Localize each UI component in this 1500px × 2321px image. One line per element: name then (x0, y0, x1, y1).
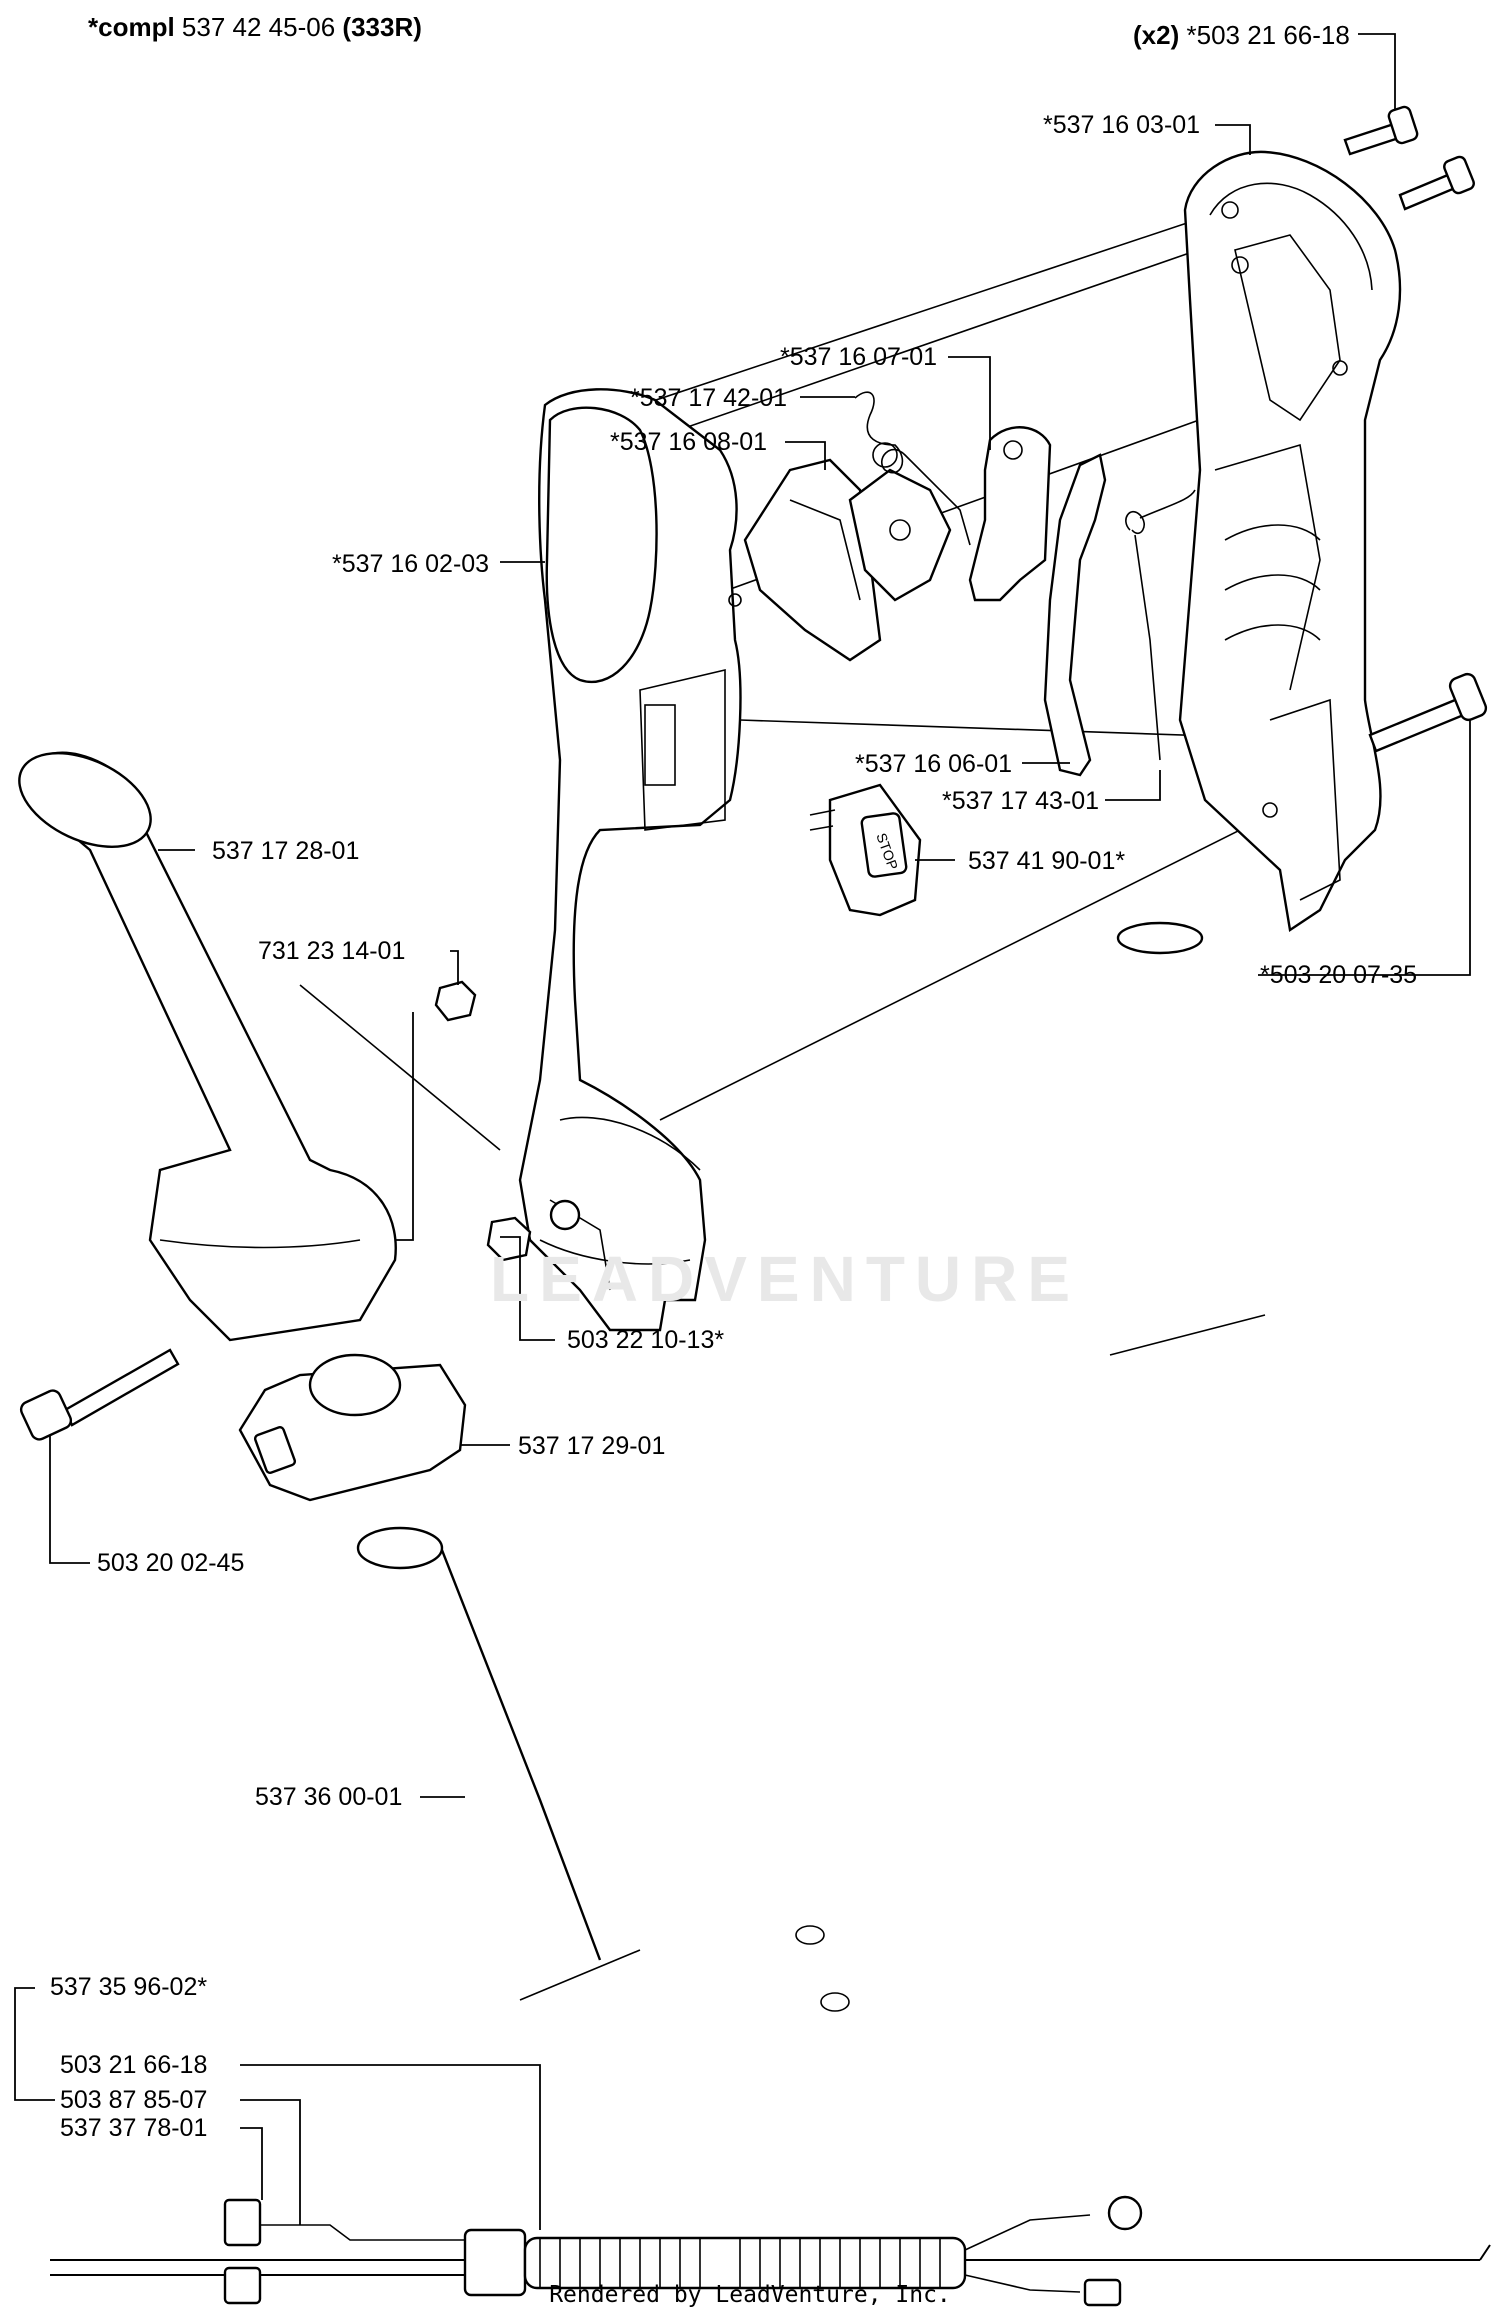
part-503-21-66-18-top: *503 21 66-18 (1186, 20, 1350, 50)
part-label-537-41-90-01: 537 41 90-01* (968, 847, 1126, 875)
part-label-537-35-96-02: 537 35 96-02* (50, 1973, 208, 2001)
handle-clamp (238, 1353, 467, 1502)
part-label-537-16-02-03: *537 16 02-03 (332, 550, 490, 578)
throttle-trigger (968, 426, 1052, 602)
part-label-537-17-28-01: 537 17 28-01 (212, 837, 360, 865)
top-bolt-callout: (x2) *503 21 66-18 (1133, 20, 1350, 50)
part-label-503-21-66-18: 503 21 66-18 (60, 2051, 208, 2079)
bolt-503-20-07-35 (1368, 672, 1488, 753)
part-label-731-23-14-01: 731 23 14-01 (258, 937, 406, 965)
handle-bar-tube (356, 921, 1266, 2012)
part-label-503-20-02-45: 503 20 02-45 (97, 1549, 245, 1577)
part-label-537-16-07-01: *537 16 07-01 (780, 343, 938, 371)
part-label-537-17-43-01: *537 17 43-01 (942, 787, 1100, 815)
rear-handle-housing (1178, 150, 1402, 933)
bolt-503-21-66-18-upper (1343, 105, 1419, 156)
bolt-503-21-66-18-lower (1398, 155, 1475, 211)
leader-lines (14, 33, 1471, 2230)
part-label-537-16-08-01: *537 16 08-01 (610, 428, 768, 456)
part-label-537-37-78-01: 537 37 78-01 (60, 2114, 208, 2142)
spring-537-17-43-01 (1125, 489, 1196, 761)
quantity-label: (x2) (1133, 20, 1180, 50)
part-label-537-16-03-01: *537 16 03-01 (1043, 111, 1201, 139)
throttle-lever (1043, 453, 1107, 777)
stop-switch (809, 783, 922, 917)
nut-731-23-14-01 (434, 980, 477, 1022)
compl-prefix: *compl (88, 12, 175, 42)
part-label-537-17-42-01: *537 17 42-01 (630, 384, 788, 412)
model-number: (333R) (342, 12, 422, 42)
part-label-503-87-85-07: 503 87 85-07 (60, 2086, 208, 2114)
throttle-lockout (743, 458, 882, 662)
render-credit: Rendered by LeadVenture, Inc. (549, 2282, 951, 2308)
part-label-537-17-29-01: 537 17 29-01 (518, 1432, 666, 1460)
part-label-537-36-00-01: 537 36 00-01 (255, 1783, 403, 1811)
assembly-title: *compl 537 42 45-06 (333R) (88, 12, 422, 42)
part-label-503-20-07-35: *503 20 07-35 (1260, 961, 1418, 989)
compl-number: 537 42 45-06 (181, 12, 336, 42)
part-label-537-16-06-01: *537 16 06-01 (855, 750, 1013, 778)
bolt-503-20-02-45 (19, 1348, 180, 1441)
part-label-503-22-10-13: 503 22 10-13* (567, 1326, 725, 1354)
grip-537-17-28-01 (18, 751, 397, 1342)
spring-537-17-42-01 (854, 391, 971, 546)
throttle-cable-assembly (50, 2195, 1491, 2307)
front-handle-housing (518, 388, 742, 1332)
throttle-lever-cam (848, 468, 952, 602)
watermark: LEADVENTURE (490, 1243, 1081, 1315)
